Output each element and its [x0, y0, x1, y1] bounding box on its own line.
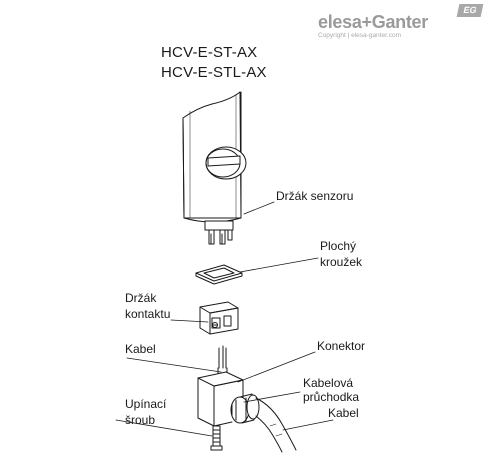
leader-flat-ring	[239, 257, 319, 273]
label-cable-gland-line1: Kabelová	[303, 376, 354, 390]
leader-cable-gland	[243, 391, 301, 403]
product-code-2: HCV-E-STL-AX	[161, 64, 267, 81]
label-contact-holder-line2: kontaktu	[125, 307, 171, 321]
label-cable-left: Kabel	[125, 342, 156, 356]
leader-cable-left	[126, 357, 222, 373]
label-clamp-screw-line2: šroub	[125, 413, 156, 427]
leader-cable-right	[282, 419, 334, 431]
label-flat-ring-line1: Plochý	[320, 239, 357, 253]
leader-contact-holder	[170, 319, 209, 323]
brand-copyright: Copyright | elesa-ganter.com	[318, 32, 401, 39]
label-connector: Konektor	[317, 339, 366, 353]
label-cable-gland-line2: průchodka	[303, 390, 360, 404]
cable-gland	[230, 393, 260, 424]
sensor-pins	[204, 220, 234, 245]
brand-logo: elesa+Ganter Copyright | elesa-ganter.co…	[318, 12, 428, 39]
contact-holder-block	[199, 301, 239, 335]
product-code-1: HCV-E-ST-AX	[161, 44, 258, 61]
leader-lines	[115, 201, 334, 437]
eg-badge: EG	[456, 4, 484, 17]
label-contact-holder-line1: Držák	[125, 291, 157, 305]
label-sensor-holder: Držák senzoru	[276, 189, 354, 203]
outgoing-cable	[255, 397, 297, 453]
slotted-screw-head	[205, 146, 247, 180]
clamp-screw	[210, 425, 223, 451]
brand-name: elesa+Ganter	[318, 12, 428, 32]
flat-ring-gasket	[195, 264, 243, 285]
label-cable-right: Kabel	[328, 406, 359, 420]
leader-sensor-holder	[243, 201, 275, 215]
leader-connector	[237, 351, 316, 383]
label-flat-ring-line2: kroužek	[320, 255, 363, 269]
label-clamp-screw-line1: Upínací	[125, 397, 167, 411]
leader-clamp-screw	[115, 419, 213, 437]
